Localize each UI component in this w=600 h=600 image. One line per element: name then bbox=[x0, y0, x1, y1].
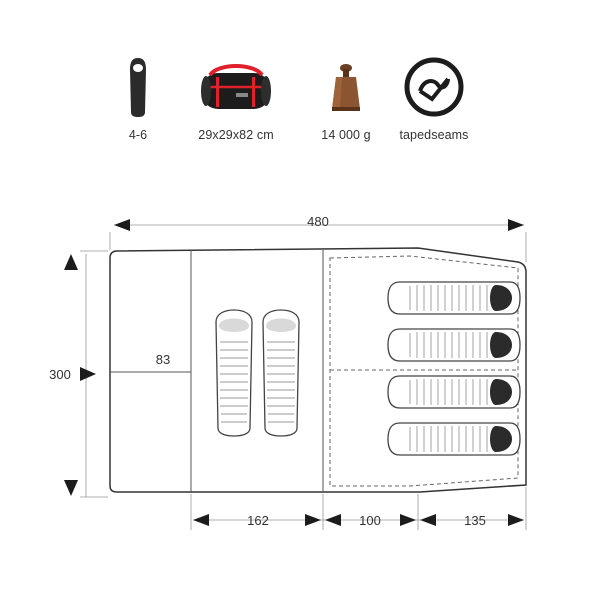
spec-capacity-label: 4-6 bbox=[128, 128, 148, 142]
duffel-bag-icon bbox=[186, 52, 286, 122]
spec-capacity: 4-6 bbox=[88, 52, 188, 142]
sleeping-bag-horizontal bbox=[387, 281, 521, 315]
dim-middle-length: 100 bbox=[359, 513, 381, 528]
dim-vestibule-depth: 83 bbox=[156, 352, 170, 367]
spec-weight: 14 000 g bbox=[296, 52, 396, 142]
dim-total-length: 480 bbox=[307, 214, 329, 229]
spec-pack-size: 29x29x82 cm bbox=[186, 52, 286, 142]
dim-living-length: 162 bbox=[247, 513, 269, 528]
spec-seams-label: tapedseams bbox=[399, 128, 469, 142]
sleeping-bag-horizontal bbox=[387, 375, 521, 409]
weight-icon bbox=[296, 52, 396, 122]
sleeping-bag-horizontal bbox=[387, 422, 521, 456]
sleeping-bag-icon bbox=[88, 52, 188, 122]
sleeping-bag-horizontal bbox=[387, 328, 521, 362]
inner-tent-dashed bbox=[329, 255, 519, 487]
dim-total-width: 300 bbox=[49, 367, 71, 382]
sleeping-bag-vertical bbox=[215, 309, 253, 437]
sleeping-bag-vertical bbox=[262, 309, 300, 437]
spec-weight-label: 14 000 g bbox=[321, 128, 371, 142]
dim-bedroom-length: 135 bbox=[464, 513, 486, 528]
taped-seams-icon bbox=[384, 52, 484, 122]
spec-seams: tapedseams bbox=[384, 52, 484, 142]
spec-pack-size-label: 29x29x82 cm bbox=[198, 128, 274, 142]
